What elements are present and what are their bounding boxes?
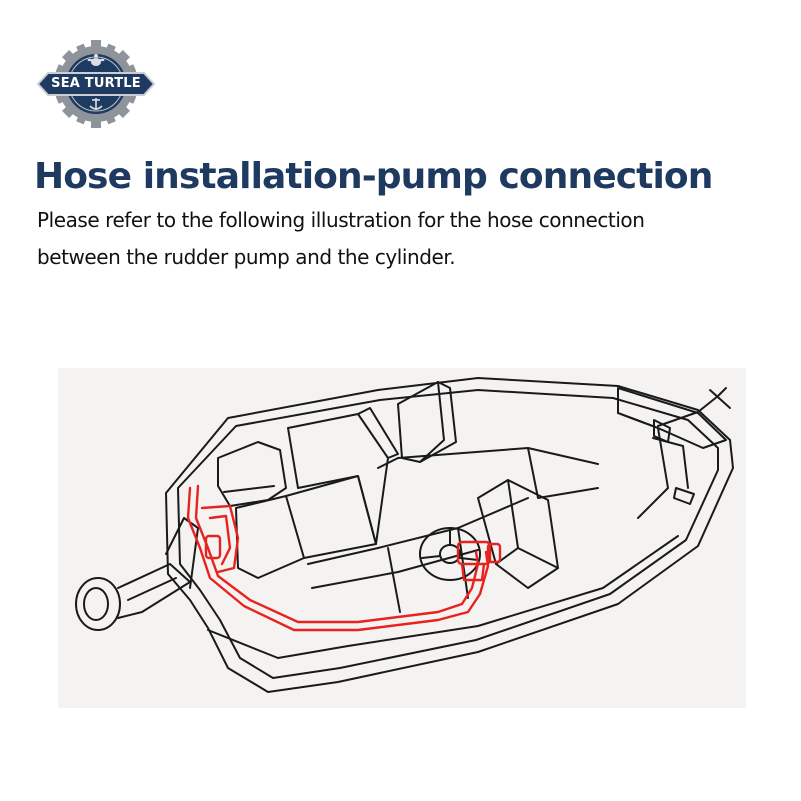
description-paragraph: Please refer to the following illustrati… [37, 202, 797, 276]
logo-wordmark: SEA TURTLE [51, 76, 141, 91]
hydraulic-hose-lines [186, 484, 502, 632]
boat-diagram [75, 377, 734, 693]
gear-emblem-icon [36, 40, 156, 128]
boat-hose-illustration [58, 368, 746, 708]
bench-seat [287, 413, 389, 545]
hull-outline [165, 377, 734, 693]
description-line-1: Please refer to the following illustrati… [37, 208, 645, 232]
description-line-2: between the rudder pump and the cylinder… [37, 245, 456, 269]
trolling-motor [657, 387, 727, 427]
hull-bottom-line [207, 535, 679, 659]
gunwale-line [177, 389, 719, 679]
stern-seat [217, 441, 287, 507]
sea-turtle-logo: SEA TURTLE [34, 40, 158, 128]
steering-console [477, 479, 519, 565]
page-title: Hose installation-pump connection [34, 156, 713, 197]
outboard-motor [75, 577, 121, 631]
